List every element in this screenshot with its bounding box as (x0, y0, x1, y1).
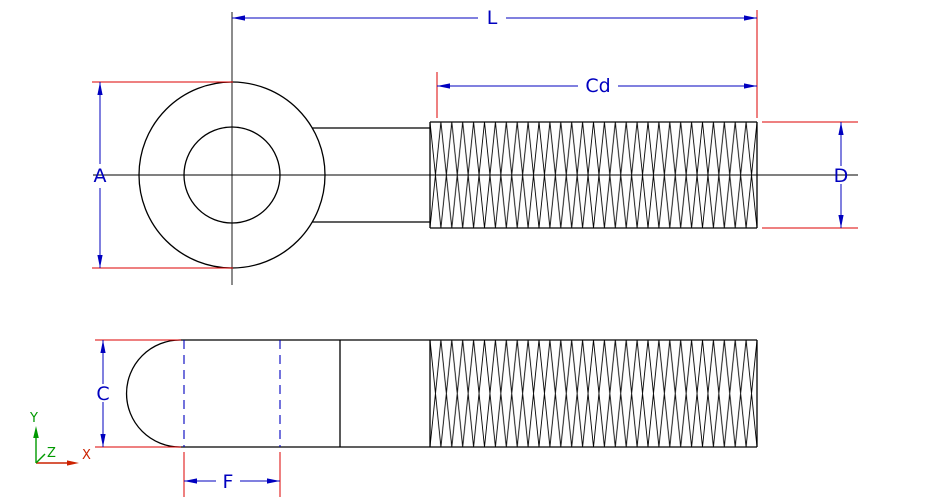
extension-lines (92, 10, 858, 497)
arrow-A-bottom (97, 255, 103, 268)
top-view (125, 339, 758, 448)
dim-label-L: L (487, 7, 498, 29)
thread-hatch-top (430, 340, 757, 447)
arrow-L-left (232, 15, 245, 21)
arrow-D-top (838, 122, 844, 135)
dim-label-C: C (96, 383, 109, 405)
ucs-y-label: Y (29, 411, 38, 426)
ucs-y-axis-arrow (33, 426, 39, 438)
arrow-Cd-right (744, 83, 757, 89)
arrow-L-right (744, 15, 757, 21)
ucs-z-label: Z (47, 446, 56, 461)
dimension-arrowheads (97, 15, 844, 484)
ucs-z-axis-line (35, 453, 46, 464)
ucs-x-label: X (82, 448, 91, 463)
dim-label-D: D (834, 165, 849, 187)
thread-hatch-front (430, 122, 757, 228)
arrow-D-bottom (838, 215, 844, 228)
dim-label-Cd: Cd (585, 75, 610, 97)
arrow-C-bottom (100, 434, 106, 447)
arrow-F-left (184, 478, 197, 484)
ucs-x-axis-arrow (67, 460, 79, 466)
arrow-F-right (267, 478, 280, 484)
arrow-Cd-left (437, 83, 450, 89)
dimension-labels: L Cd A D C F (94, 7, 849, 493)
dimension-lines (99, 17, 842, 482)
arrow-A-top (97, 82, 103, 95)
front-view (138, 81, 758, 269)
arrow-C-top (100, 340, 106, 353)
ucs-icon: Y X Z (29, 411, 91, 466)
eye-inner-circle (183, 126, 281, 224)
eye-dome-arc (125, 339, 181, 448)
dim-label-A: A (94, 165, 107, 187)
dim-label-F: F (223, 471, 234, 493)
